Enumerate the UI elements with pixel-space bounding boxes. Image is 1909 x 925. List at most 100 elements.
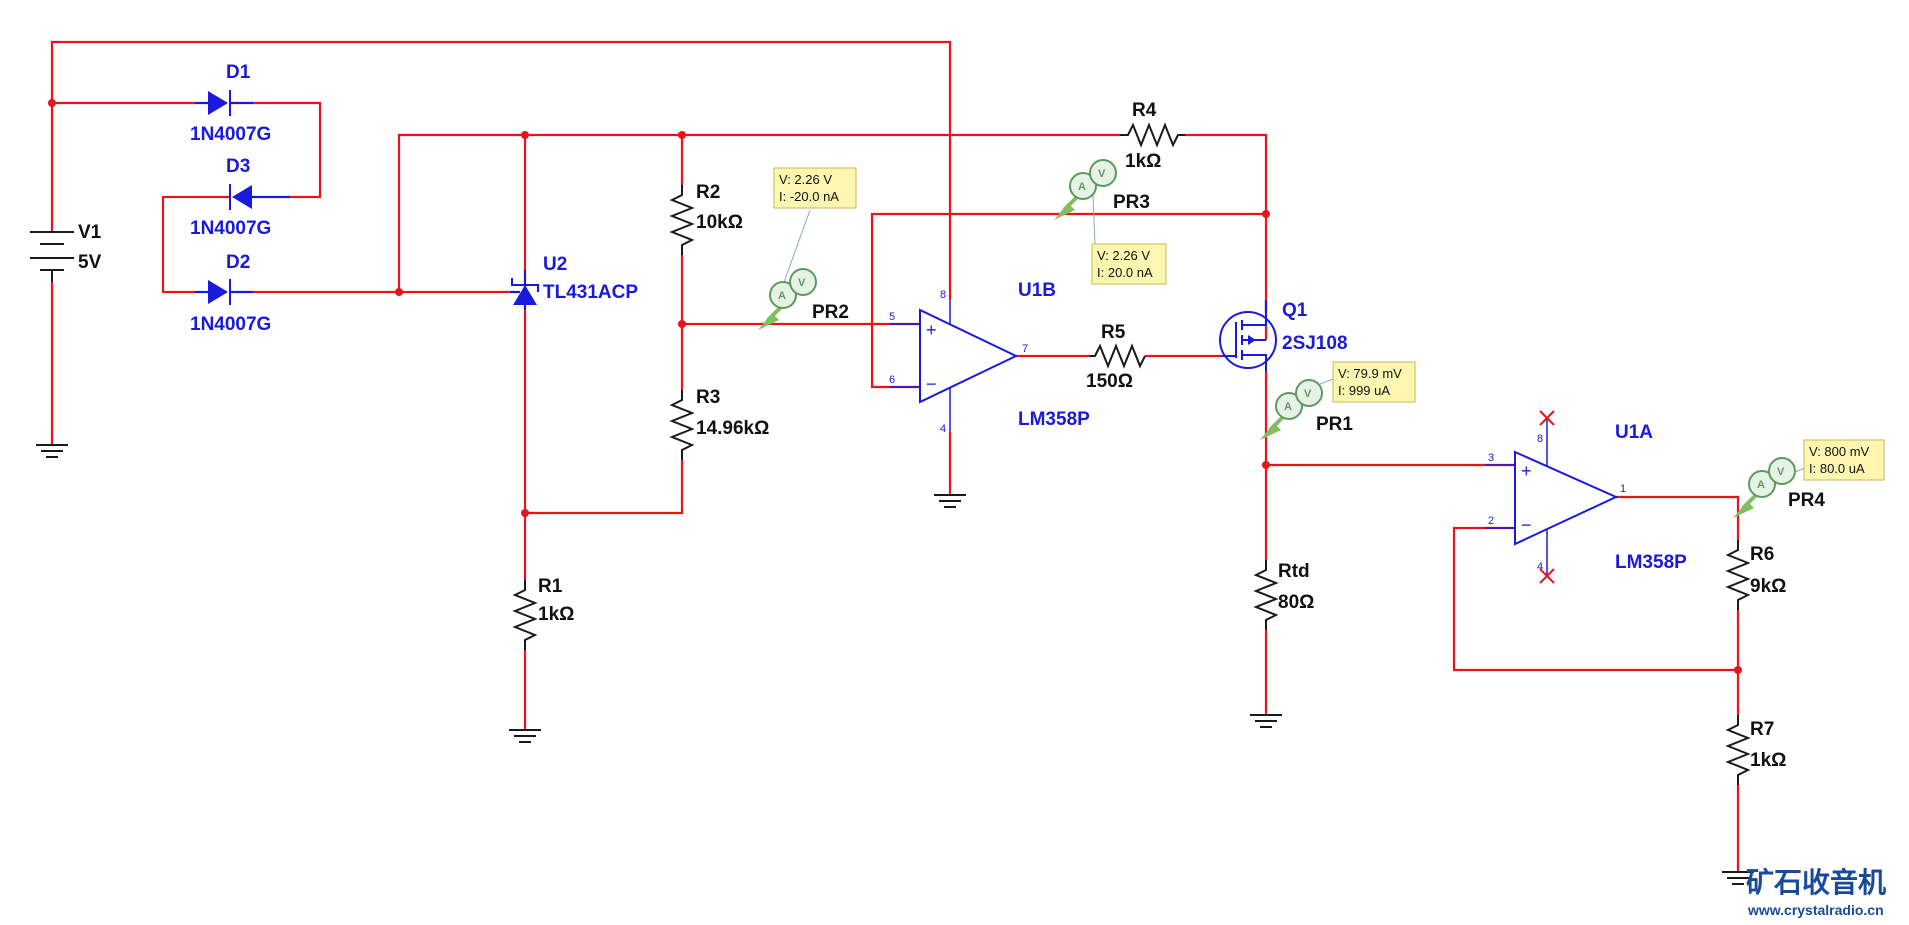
shunt-regulator-u2[interactable]: U2 TL431ACP <box>510 254 638 310</box>
u1a-pin8: 8 <box>1537 433 1543 445</box>
svg-text:−: − <box>1521 515 1532 535</box>
resistor-r3[interactable]: R3 14.96kΩ <box>669 387 769 460</box>
r3-value: 14.96kΩ <box>696 418 769 439</box>
wire-d3-d2 <box>161 195 230 294</box>
resistor-r7[interactable]: R7 1kΩ <box>1725 715 1786 785</box>
pr1-current: I: 999 uA <box>1338 383 1390 398</box>
r7-ref: R7 <box>1750 719 1774 740</box>
u1a-pin4: 4 <box>1537 561 1543 573</box>
r5-ref: R5 <box>1101 322 1126 343</box>
r3-ref: R3 <box>696 387 720 408</box>
r6-value: 9kΩ <box>1750 576 1786 597</box>
watermark-url: www.crystalradio.cn <box>1747 902 1884 918</box>
pr2-current: I: -20.0 nA <box>779 189 839 204</box>
ground-symbol <box>1250 714 1282 728</box>
watermark-title: 矿石收音机 <box>1746 866 1886 898</box>
mosfet-q1[interactable]: Q1 2SJ108 <box>1219 300 1348 372</box>
resistor-r4[interactable]: R4 1kΩ <box>1120 100 1185 172</box>
junction <box>1262 210 1270 218</box>
pr1-voltage: V: 79.9 mV <box>1338 366 1402 381</box>
r4-value: 1kΩ <box>1125 151 1161 172</box>
opamp-u1b[interactable]: + − 5 6 7 8 4 U1B LM358P <box>889 280 1090 435</box>
watermark-logo: 矿石收音机 www.crystalradio.cn <box>1746 866 1886 918</box>
v1-value: 5V <box>78 252 102 273</box>
ground-symbol <box>934 494 966 508</box>
pr2-name: PR2 <box>812 302 849 323</box>
wire-d1-d3 <box>253 101 322 199</box>
svg-text:−: − <box>926 374 937 394</box>
u1b-ref: U1B <box>1018 280 1056 301</box>
resistor-r5[interactable]: R5 150Ω <box>1086 322 1146 392</box>
svg-text:+: + <box>1521 461 1532 481</box>
u1b-pin7: 7 <box>1022 343 1028 355</box>
pr3-current: I: 20.0 nA <box>1097 265 1153 280</box>
wires <box>50 40 1740 872</box>
resistor-r6[interactable]: R6 9kΩ <box>1725 540 1786 610</box>
pr1-name: PR1 <box>1316 414 1353 435</box>
diode-d1[interactable]: D1 1N4007G <box>190 62 271 145</box>
u1b-value: LM358P <box>1018 409 1090 430</box>
resistor-r1[interactable]: R1 1kΩ <box>512 576 574 650</box>
pr3-name: PR3 <box>1113 192 1150 213</box>
r7-value: 1kΩ <box>1750 750 1786 771</box>
wire-v1-top <box>50 40 952 300</box>
pr3-meter-a: A <box>1078 181 1086 193</box>
q1-value: 2SJ108 <box>1282 333 1348 354</box>
r2-ref: R2 <box>696 182 720 203</box>
resistor-r2[interactable]: R2 10kΩ <box>669 182 743 255</box>
u1b-pin4: 4 <box>940 423 946 435</box>
wire-u1b-feedback <box>870 212 1266 389</box>
d1-ref: D1 <box>226 62 251 83</box>
diode-d3[interactable]: D3 1N4007G <box>190 156 290 239</box>
r2-value: 10kΩ <box>696 212 743 233</box>
probe-pr1[interactable]: V: 79.9 mV I: 999 uA A V PR1 <box>1260 361 1416 440</box>
ground-symbol <box>36 444 68 458</box>
v1-ref: V1 <box>78 222 102 243</box>
wire-u1a-feedback <box>1452 526 1738 672</box>
pr4-current: I: 80.0 uA <box>1809 461 1865 476</box>
u2-value: TL431ACP <box>543 282 638 303</box>
probe-pr2[interactable]: V: 2.26 V I: -20.0 nA A V PR2 <box>758 167 857 330</box>
pr2-voltage: V: 2.26 V <box>779 172 832 187</box>
junction <box>395 288 403 296</box>
rtd-ref: Rtd <box>1278 561 1310 582</box>
pr3-meter-v: V <box>1098 168 1106 180</box>
resistor-rtd[interactable]: Rtd 80Ω <box>1253 560 1314 630</box>
probe-pr4[interactable]: V: 800 mV I: 80.0 uA A V PR4 <box>1733 439 1885 518</box>
d3-value: 1N4007G <box>190 218 271 239</box>
u1a-pin1: 1 <box>1620 483 1626 495</box>
rtd-value: 80Ω <box>1278 592 1314 613</box>
probe-pr3[interactable]: V: 2.26 V I: 20.0 nA A V PR3 <box>1054 159 1167 285</box>
r6-ref: R6 <box>1750 544 1774 565</box>
u1b-pin5: 5 <box>889 311 895 323</box>
d3-ref: D3 <box>226 156 250 177</box>
junction <box>48 99 56 107</box>
no-connect-marker <box>1539 568 1555 584</box>
pr3-voltage: V: 2.26 V <box>1097 248 1150 263</box>
pr4-meter-a: A <box>1757 479 1765 491</box>
pr4-meter-v: V <box>1777 466 1785 478</box>
u1a-pin3: 3 <box>1488 452 1494 464</box>
diode-d2[interactable]: D2 1N4007G <box>190 252 271 335</box>
r1-value: 1kΩ <box>538 604 574 625</box>
junction <box>1734 666 1742 674</box>
pr1-meter-a: A <box>1284 401 1292 413</box>
r4-ref: R4 <box>1132 100 1157 121</box>
battery-v1[interactable]: V1 5V <box>30 222 102 282</box>
u1a-pin2: 2 <box>1488 515 1494 527</box>
junction <box>678 320 686 328</box>
wire-r3-bottom <box>525 460 684 515</box>
wire-r4-right <box>1185 133 1268 340</box>
r1-ref: R1 <box>538 576 563 597</box>
junction <box>678 131 686 139</box>
pr2-meter-v: V <box>798 277 806 289</box>
opamp-u1a[interactable]: + − 3 2 1 8 4 U1A LM358P <box>1485 410 1687 584</box>
q1-ref: Q1 <box>1282 300 1308 321</box>
wire-vref-bus <box>397 133 1120 292</box>
ground-symbol <box>1722 871 1754 885</box>
pr1-meter-v: V <box>1304 388 1312 400</box>
junction <box>521 131 529 139</box>
u1b-pin6: 6 <box>889 374 895 386</box>
pr4-name: PR4 <box>1788 490 1825 511</box>
